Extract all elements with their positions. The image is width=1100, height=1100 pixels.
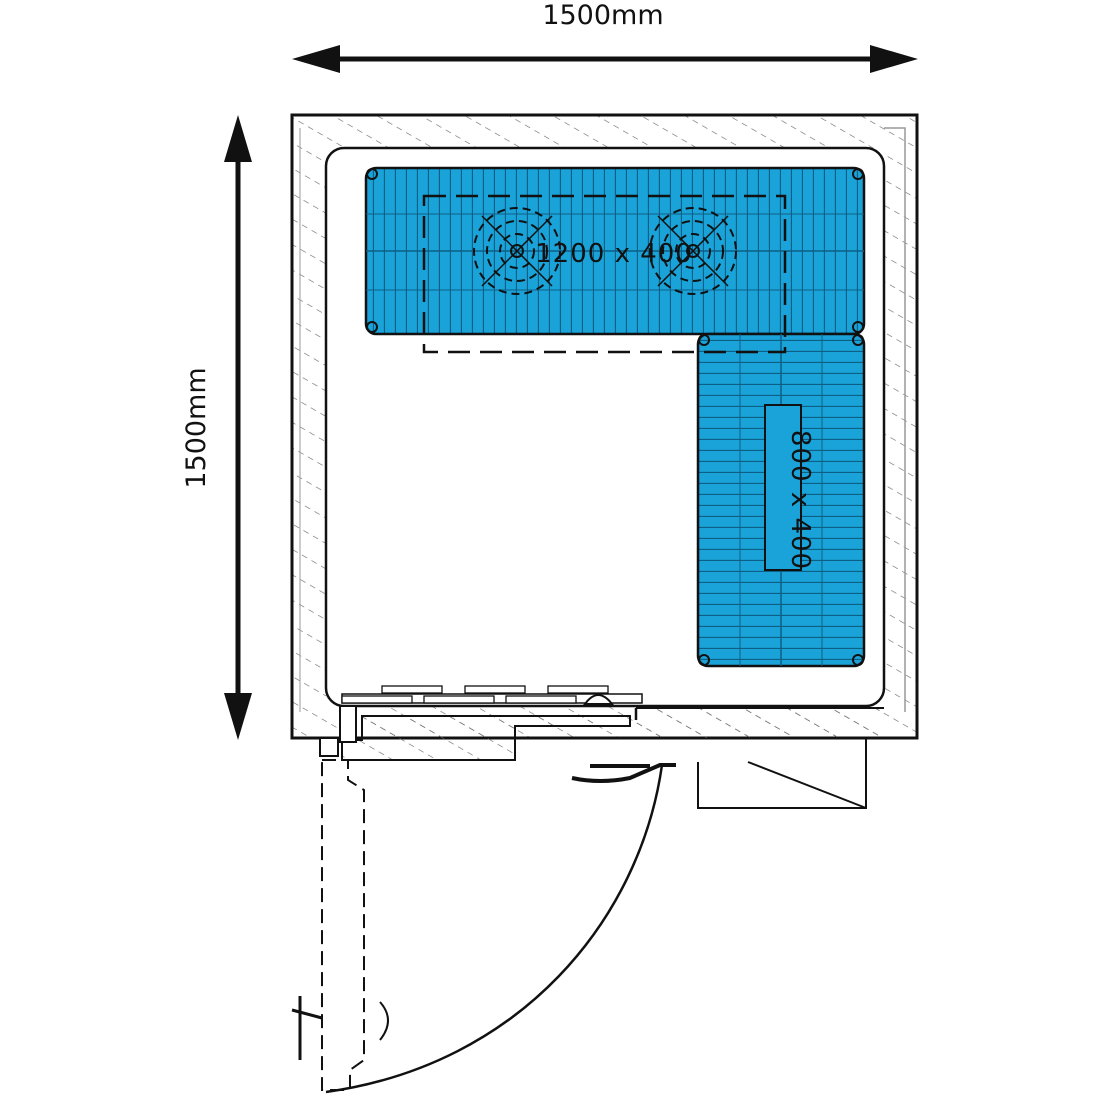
door-hinge-icon bbox=[319, 737, 339, 757]
door-handle-icon bbox=[571, 763, 676, 783]
shelf-right: 800 x 400 bbox=[696, 332, 866, 668]
evaporator-unit bbox=[422, 194, 787, 354]
door-handle-icon bbox=[583, 694, 615, 705]
exterior-step bbox=[697, 738, 867, 809]
evaporator-fan-icon bbox=[473, 207, 561, 295]
arrow-right-icon bbox=[870, 45, 918, 73]
height-label: 1500mm bbox=[181, 367, 212, 488]
shelf-right-label: 800 x 400 bbox=[785, 430, 815, 570]
door-leaf bbox=[321, 759, 365, 1091]
door-swing bbox=[291, 759, 676, 1094]
door-frame bbox=[319, 685, 917, 761]
height-dimension: 1500mm bbox=[181, 115, 252, 740]
arrow-up-icon bbox=[224, 115, 252, 162]
arrow-down-icon bbox=[224, 693, 252, 740]
shelf-top: 1200 x 400 bbox=[364, 166, 866, 336]
width-dimension: 1500mm bbox=[292, 0, 918, 73]
width-label: 1500mm bbox=[542, 0, 663, 31]
evaporator-fan-icon bbox=[649, 207, 737, 295]
arrow-left-icon bbox=[292, 45, 340, 73]
